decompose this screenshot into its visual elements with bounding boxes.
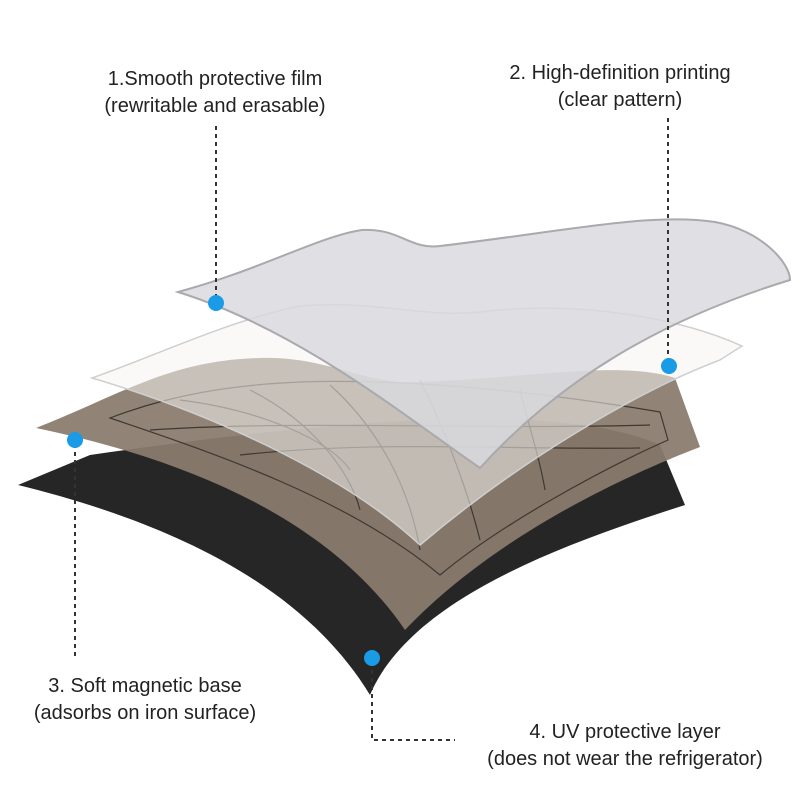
- callout-title: 1.Smooth protective film: [50, 66, 380, 93]
- callout-title: 3. Soft magnetic base: [10, 673, 280, 700]
- marker-dot-2: [661, 358, 677, 374]
- callout-subtitle: (clear pattern): [460, 87, 780, 114]
- marker-dot-4: [364, 650, 380, 666]
- callout-subtitle: (does not wear the refrigerator): [450, 746, 800, 773]
- callout-soft-magnetic-base: 3. Soft magnetic base (adsorbs on iron s…: [10, 673, 280, 727]
- marker-dot-1: [208, 295, 224, 311]
- callout-title: 2. High-definition printing: [460, 60, 780, 87]
- callout-title: 4. UV protective layer: [450, 719, 800, 746]
- callout-smooth-protective-film: 1.Smooth protective film (rewritable and…: [50, 66, 380, 120]
- callout-uv-protective-layer: 4. UV protective layer (does not wear th…: [450, 719, 800, 773]
- callout-subtitle: (adsorbs on iron surface): [10, 700, 280, 727]
- leader-line-4: [372, 662, 455, 740]
- marker-dot-3: [67, 432, 83, 448]
- callout-high-definition-printing: 2. High-definition printing (clear patte…: [460, 60, 780, 114]
- callout-subtitle: (rewritable and erasable): [50, 93, 380, 120]
